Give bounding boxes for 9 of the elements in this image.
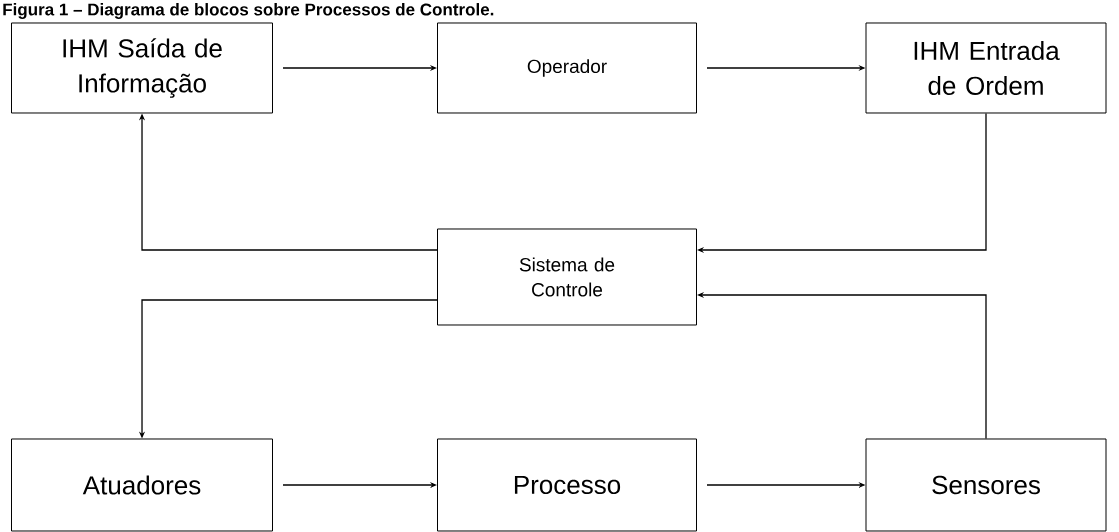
arrow: [697, 112, 987, 254]
process-box: Atuadores: [11, 438, 273, 532]
process-box: IHM Entrada de Ordem: [865, 22, 1107, 114]
figure-title: Figura 1 – Diagrama de blocos sobre Processos de Controle.: [3, 3, 494, 19]
process-box: Operador: [437, 22, 697, 114]
process-box: Sensores: [865, 438, 1107, 532]
process-box: IHM Saída de Informação: [11, 22, 273, 114]
process-box: Sistema de Controle: [437, 228, 697, 326]
process-box: Processo: [437, 438, 697, 532]
